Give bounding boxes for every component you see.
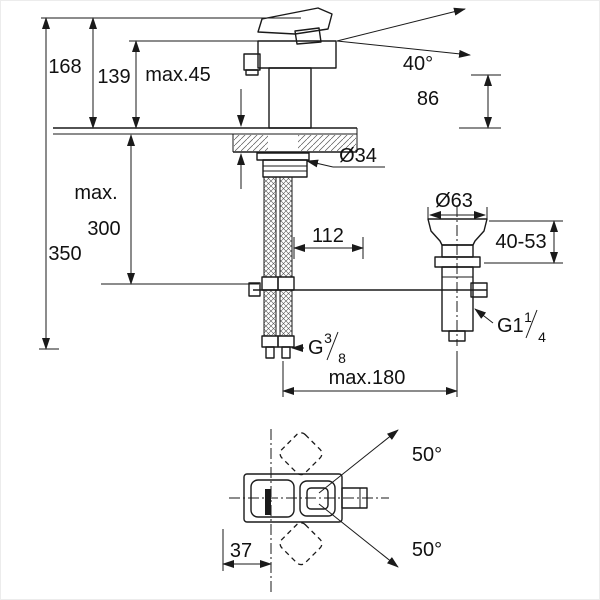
lever-position-upper: [279, 432, 323, 476]
supply-hoses: [261, 176, 295, 359]
supply-hose-right: [279, 176, 293, 278]
thread-label-g114-denominator: 4: [538, 329, 546, 345]
lever-position-lower: [279, 522, 323, 566]
plan-faucet-body: [243, 473, 368, 523]
plan-lever-base: [250, 479, 295, 518]
thread-label-g38-base: G: [308, 337, 324, 359]
dim-label-37: 37: [230, 540, 252, 562]
plan-lever-bar: [265, 489, 271, 515]
thread-label-g38-numerator: 3: [324, 330, 332, 346]
plan-centerlines: [229, 429, 389, 594]
dim-label-o63: Ø63: [435, 190, 473, 212]
faucet-aerator: [245, 69, 259, 76]
dim-label-max45: max.45: [145, 64, 211, 86]
waste-lever-knob: [470, 282, 488, 298]
pop-up-rod: [248, 282, 487, 297]
mounting-washer: [256, 152, 310, 161]
side-view-front-elevation: 168 139 max.45 40° 86 Ø34 max. 300 350 1…: [39, 7, 563, 397]
dim-label-40-53: 40-53: [495, 231, 546, 253]
dim-label-50deg-upper: 50°: [412, 444, 442, 466]
plan-dimension-annotations: [222, 429, 399, 571]
hose-nipple-left: [265, 346, 275, 359]
dimension-annotations: [39, 7, 563, 397]
plan-lever-swivel-positions: [279, 432, 323, 566]
faucet-lever: [257, 7, 333, 35]
faucet-cartridge-housing: [257, 40, 337, 69]
dim-label-350: 350: [48, 243, 81, 265]
mounting-deck: [53, 127, 358, 153]
deck-section-hatch-right: [298, 135, 356, 151]
thread-label-g114-base: G1: [497, 315, 524, 337]
dim-label-86: 86: [417, 88, 439, 110]
pop-up-waste: [427, 206, 488, 346]
plan-spout: [341, 487, 368, 509]
dim-label-o34: Ø34: [339, 145, 377, 167]
thread-label-g38-denominator: 8: [338, 350, 346, 366]
hose-nipple-right: [281, 346, 291, 359]
faucet-lever-stem: [294, 27, 322, 45]
plan-view: 50° 50° 37: [222, 429, 442, 594]
thread-label-g114-numerator: 1: [524, 309, 532, 325]
plan-body-inner-square: [306, 487, 329, 510]
dim-label-112: 112: [312, 225, 344, 247]
dim-label-max180: max.180: [329, 367, 406, 389]
dim-label-300: 300: [87, 218, 120, 240]
dim-label-139: 139: [97, 66, 130, 88]
plan-body-square: [299, 480, 336, 517]
supply-hose-left: [263, 176, 277, 278]
dim-label-168: 168: [48, 56, 81, 78]
faucet-column: [268, 67, 312, 129]
dim-label-50deg-lower: 50°: [412, 539, 442, 561]
hose-fitting-left: [261, 276, 279, 291]
deck-section-hatch-left: [234, 135, 268, 151]
hose-end-nut-right: [277, 335, 295, 348]
hose-fitting-right: [277, 276, 295, 291]
faucet-body: [243, 7, 337, 129]
dim-label-max: max.: [74, 182, 117, 204]
hose-end-nut-left: [261, 335, 279, 348]
dim-label-40deg: 40°: [403, 53, 433, 75]
mounting-hardware: [256, 152, 310, 178]
mounting-nut: [262, 159, 308, 178]
